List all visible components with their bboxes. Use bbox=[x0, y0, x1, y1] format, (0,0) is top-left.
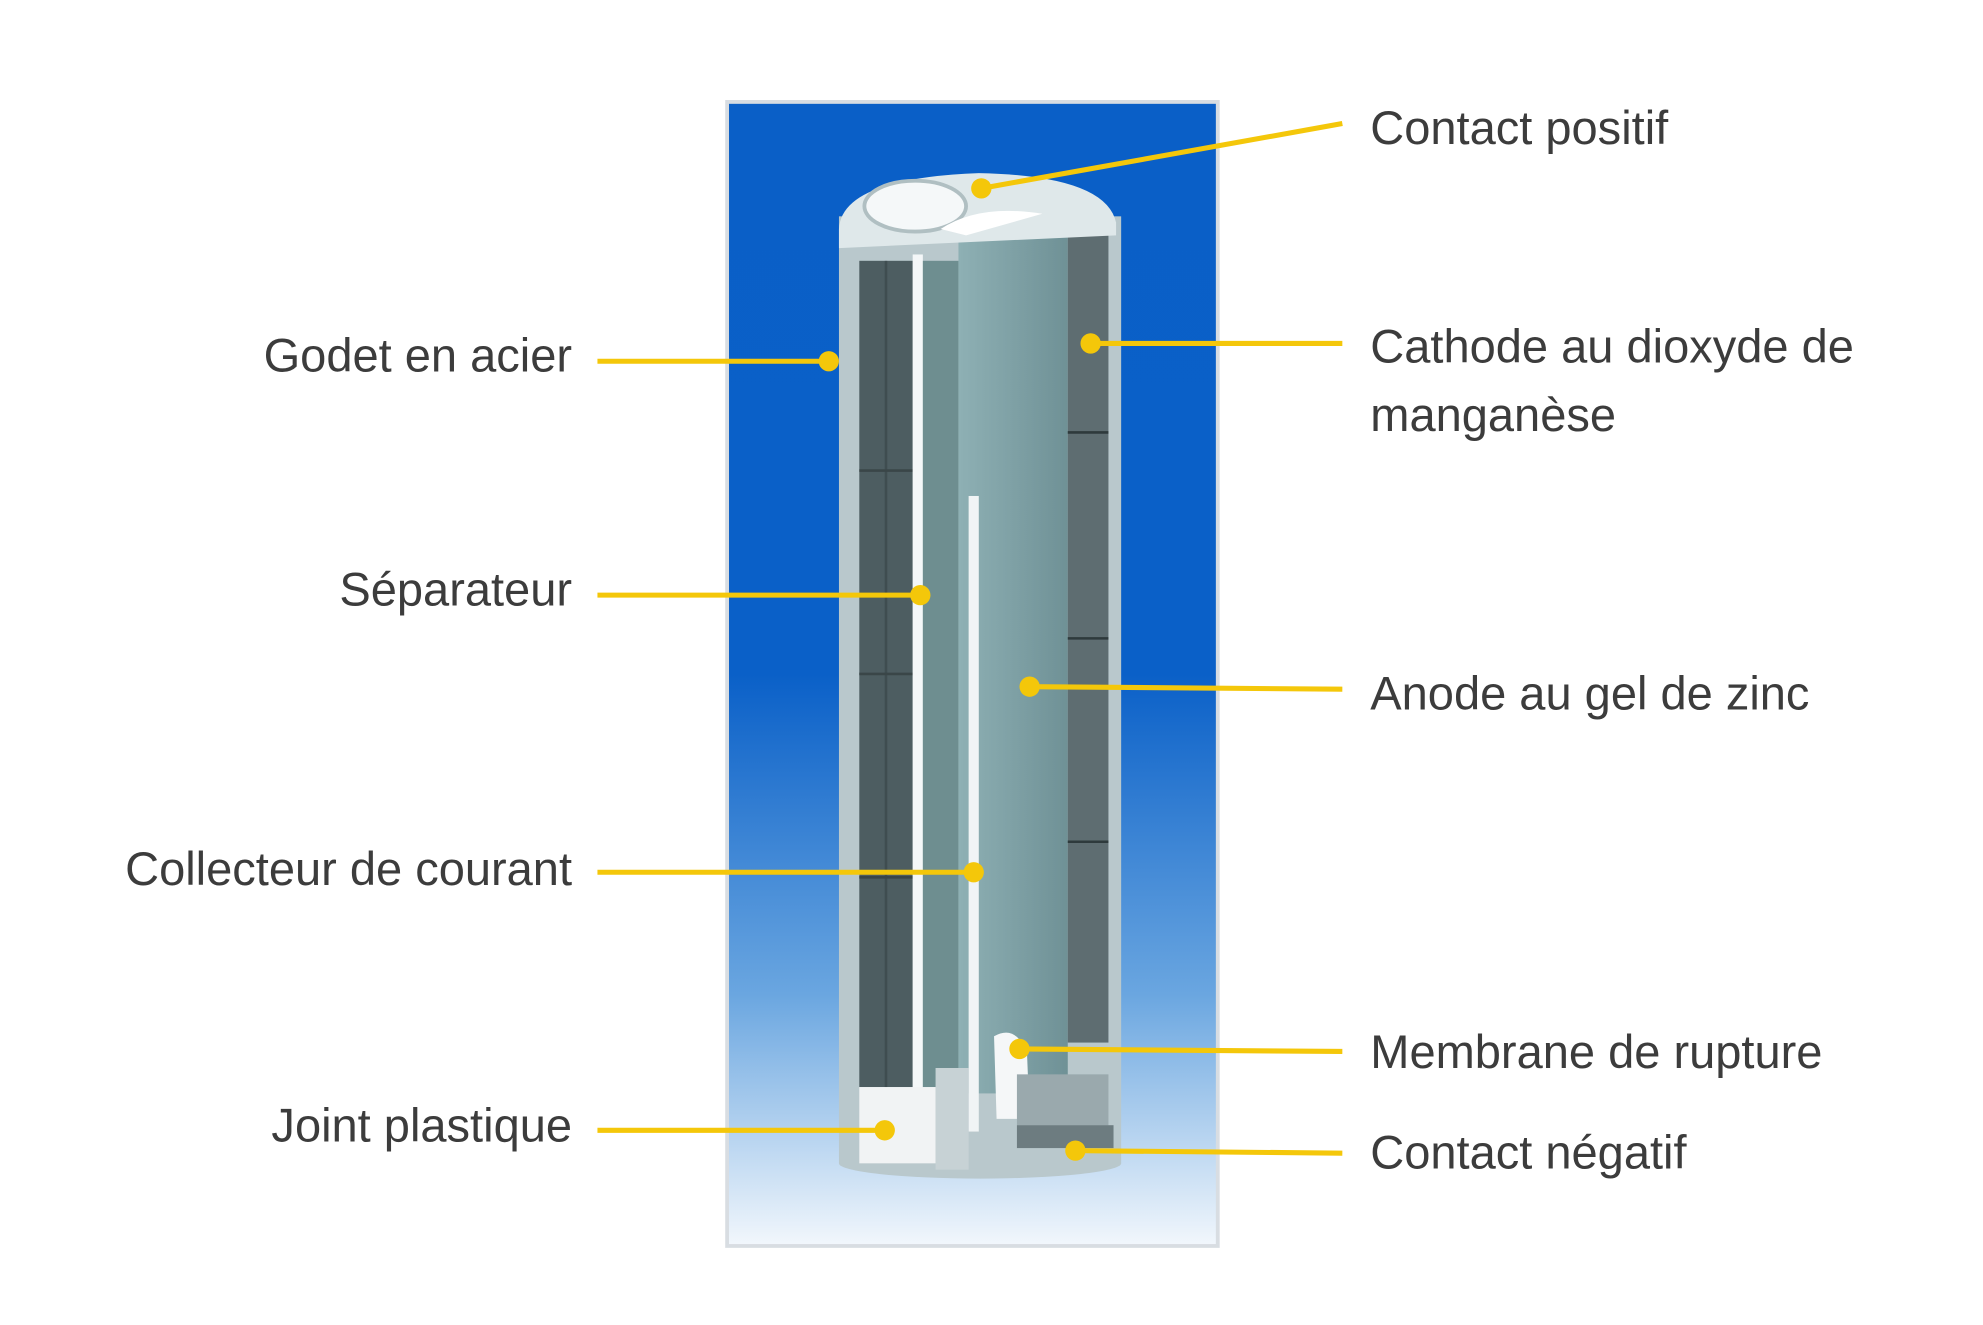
label-godet-en-acier: Godet en acier bbox=[264, 328, 839, 381]
label-text: Contact négatif bbox=[1370, 1125, 1687, 1178]
label-collecteur-de-courant: Collecteur de courant bbox=[125, 842, 984, 895]
label-text: Contact positif bbox=[1370, 101, 1669, 154]
label-membrane: Membrane de rupture bbox=[1009, 1025, 1822, 1078]
label-text: Collecteur de courant bbox=[125, 842, 572, 895]
label-text: Séparateur bbox=[339, 562, 572, 615]
label-separateur: Séparateur bbox=[339, 562, 931, 615]
label-contact-negatif: Contact négatif bbox=[1065, 1125, 1687, 1178]
label-text: Godet en acier bbox=[264, 328, 572, 381]
label-joint-plastique: Joint plastique bbox=[271, 1099, 895, 1152]
label-text: Anode au gel de zinc bbox=[1370, 667, 1809, 720]
label-text-line2: manganèse bbox=[1370, 388, 1616, 441]
label-anode: Anode au gel de zinc bbox=[1019, 667, 1809, 720]
label-contact-positif: Contact positif bbox=[971, 101, 1669, 199]
label-text: Joint plastique bbox=[271, 1099, 572, 1152]
label-cathode: Cathode au dioxyde de manganèse bbox=[1080, 320, 1854, 441]
label-text: Membrane de rupture bbox=[1370, 1025, 1822, 1078]
battery-illustration bbox=[838, 173, 1122, 1179]
label-text: Cathode au dioxyde de bbox=[1370, 320, 1854, 373]
